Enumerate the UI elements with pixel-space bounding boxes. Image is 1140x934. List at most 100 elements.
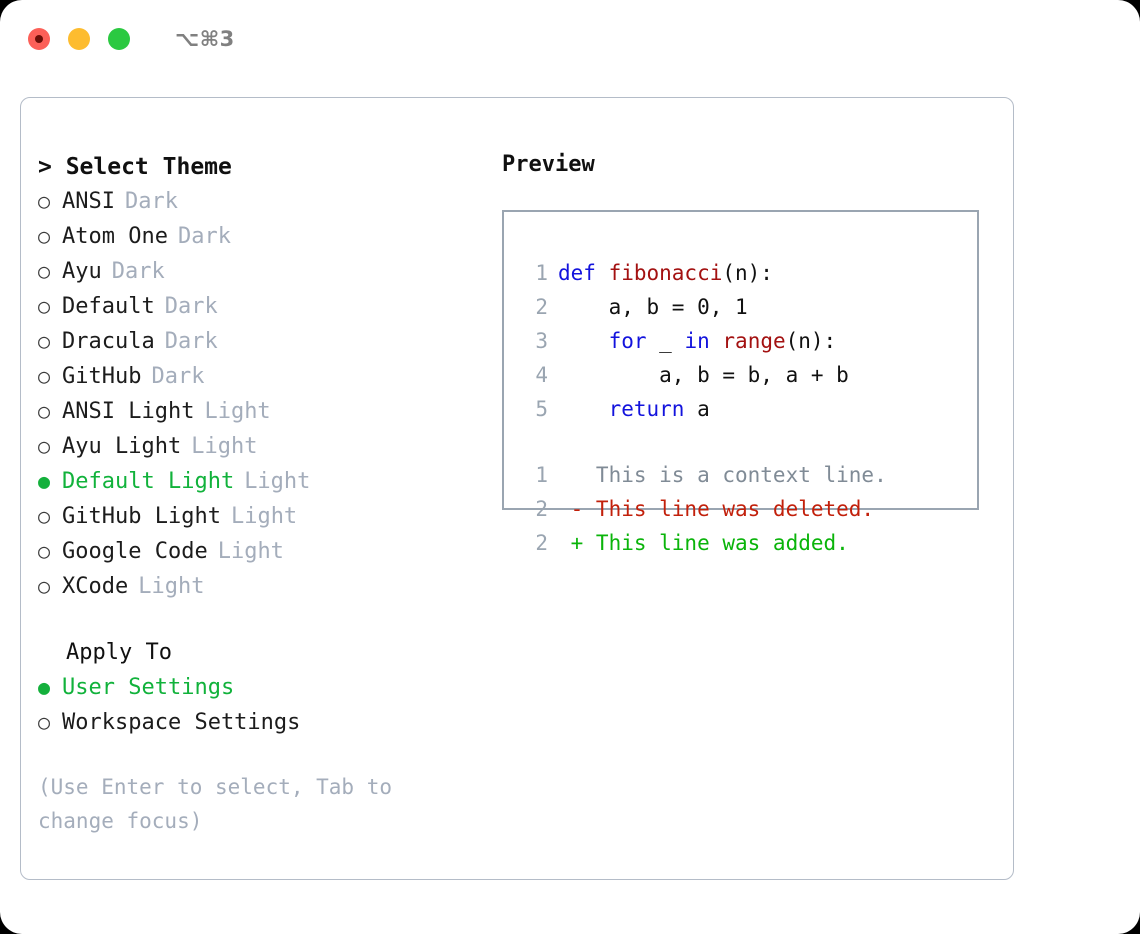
- line-number: 2: [535, 531, 548, 555]
- preview-heading: Preview: [502, 152, 595, 177]
- theme-option-xcode[interactable]: ○ XCode Light: [38, 569, 478, 604]
- theme-option-atom-one[interactable]: ○ Atom One Dark: [38, 219, 478, 254]
- line-number: 4: [535, 363, 548, 387]
- line-number: 2: [535, 497, 548, 521]
- code-line-text: a, b = 0, 1: [558, 290, 748, 324]
- theme-variant-tag: Light: [244, 469, 311, 494]
- theme-option-label: Ayu Light: [62, 434, 182, 459]
- radio-selected-icon: ●: [38, 675, 51, 699]
- theme-option-label: GitHub: [62, 364, 142, 389]
- code-line-text: for _ in range(n):: [558, 324, 837, 358]
- radio-unselected-icon: ○: [38, 504, 51, 528]
- radio-unselected-icon: ○: [38, 434, 51, 458]
- radio-unselected-icon: ○: [38, 710, 51, 734]
- diff-line-context: 1 This is a context line.: [518, 458, 977, 492]
- preview-spacer: [518, 426, 977, 458]
- theme-variant-tag: Dark: [164, 294, 218, 319]
- theme-option-github[interactable]: ○ GitHub Dark: [38, 359, 478, 394]
- select-theme-heading: > Select Theme: [38, 154, 232, 180]
- code-token-plain: a: [684, 397, 710, 421]
- radio-unselected-icon: ○: [38, 224, 51, 248]
- code-line-text: def fibonacci(n):: [558, 256, 773, 290]
- code-sample-block: 1 def fibonacci(n):2 a, b = 0, 1 3 for _ i…: [518, 256, 977, 426]
- theme-variant-tag: Dark: [177, 224, 231, 249]
- theme-option-label: ANSI Light: [62, 399, 195, 424]
- line-number: 5: [535, 397, 548, 421]
- line-number: 3: [535, 329, 548, 353]
- apply-to-heading: Apply To: [66, 640, 172, 665]
- radio-unselected-icon: ○: [38, 399, 51, 423]
- code-line: 2 a, b = 0, 1: [518, 290, 977, 324]
- theme-option-label: Google Code: [62, 539, 208, 564]
- theme-variant-tag: Light: [138, 574, 205, 599]
- diff-sample-block: 1 This is a context line.2 - This line w…: [518, 458, 977, 560]
- code-line-text: return a: [558, 392, 710, 426]
- code-token-keyword: for: [608, 329, 647, 353]
- title-bar: ⌥⌘3: [0, 0, 1140, 78]
- code-token-plain: [710, 329, 723, 353]
- line-number: 1: [535, 261, 548, 285]
- theme-option-label: ANSI: [62, 189, 115, 214]
- theme-option-ansi-light[interactable]: ○ ANSI Light Light: [38, 394, 478, 429]
- theme-option-label: Ayu: [62, 259, 102, 284]
- apply-to-option-user-settings[interactable]: ● User Settings: [38, 670, 478, 705]
- code-token-keyword: in: [684, 329, 710, 353]
- radio-unselected-icon: ○: [38, 574, 51, 598]
- radio-unselected-icon: ○: [38, 294, 51, 318]
- code-token-function: fibonacci: [608, 261, 723, 285]
- theme-variant-tag: Dark: [164, 329, 218, 354]
- maximize-window-icon[interactable]: [108, 28, 130, 50]
- theme-option-ayu-light[interactable]: ○ Ayu Light Light: [38, 429, 478, 464]
- radio-unselected-icon: ○: [38, 364, 51, 388]
- code-line: 5 return a: [518, 392, 977, 426]
- diff-line-deleted: 2 - This line was deleted.: [518, 492, 977, 526]
- traffic-light-group: [28, 28, 130, 50]
- theme-variant-tag: Dark: [151, 364, 205, 389]
- diff-line-text: - This line was deleted.: [558, 497, 875, 521]
- theme-option-label: Dracula: [62, 329, 155, 354]
- minimize-window-icon[interactable]: [68, 28, 90, 50]
- keyboard-shortcut-label: ⌥⌘3: [175, 27, 235, 51]
- apply-to-option-list: ● User Settings ○ Workspace Settings: [38, 670, 478, 740]
- apply-to-option-label: Workspace Settings: [62, 710, 301, 735]
- theme-option-label: XCode: [62, 574, 129, 599]
- theme-variant-tag: Dark: [124, 189, 178, 214]
- apply-to-option-label: User Settings: [62, 675, 235, 700]
- code-token-keyword: return: [608, 397, 685, 421]
- theme-option-label: GitHub Light: [62, 504, 221, 529]
- theme-option-ayu[interactable]: ○ Ayu Dark: [38, 254, 478, 289]
- apply-to-option-workspace-settings[interactable]: ○ Workspace Settings: [38, 705, 478, 740]
- diff-line-text: + This line was added.: [558, 531, 849, 555]
- theme-option-dracula[interactable]: ○ Dracula Dark: [38, 324, 478, 359]
- radio-unselected-icon: ○: [38, 539, 51, 563]
- close-window-icon[interactable]: [28, 28, 50, 50]
- code-token-plain: a, b = b, a + b: [558, 363, 849, 387]
- radio-unselected-icon: ○: [38, 259, 51, 283]
- theme-variant-tag: Light: [204, 399, 271, 424]
- apply-to-group: Apply To ● User Settings ○ Workspace Settin…: [38, 636, 478, 740]
- radio-unselected-icon: ○: [38, 329, 51, 353]
- code-token-plain: _: [646, 329, 685, 353]
- theme-option-label: Default Light: [62, 469, 235, 494]
- theme-variant-tag: Dark: [111, 259, 165, 284]
- code-token-keyword: def: [558, 261, 609, 285]
- code-line: 1 def fibonacci(n):: [518, 256, 977, 290]
- diff-line-added: 2 + This line was added.: [518, 526, 977, 560]
- keyboard-hint-text: (Use Enter to select, Tab to change focu…: [38, 775, 405, 833]
- theme-option-google-code[interactable]: ○ Google Code Light: [38, 534, 478, 569]
- theme-option-label: Atom One: [62, 224, 168, 249]
- theme-variant-tag: Light: [191, 434, 258, 459]
- code-token-plain: a, b = 0, 1: [558, 295, 748, 319]
- code-token-function: range: [722, 329, 786, 353]
- theme-variant-tag: Light: [217, 539, 284, 564]
